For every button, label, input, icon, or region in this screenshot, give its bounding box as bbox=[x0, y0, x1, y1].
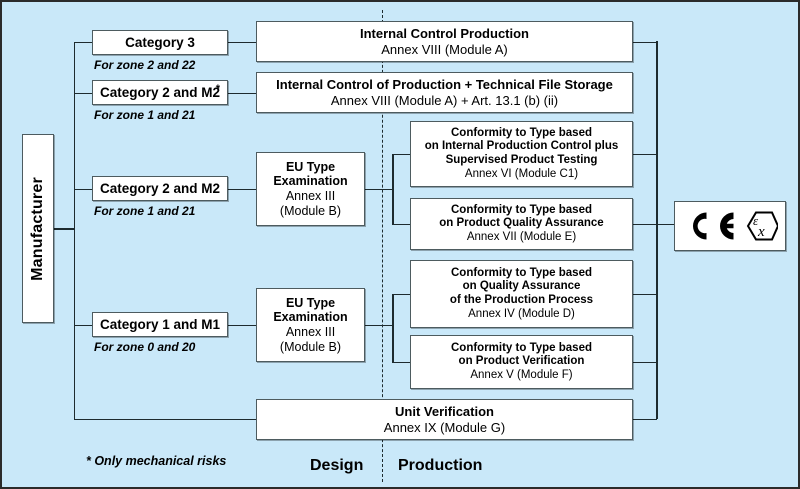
manufacturer-label: Manufacturer bbox=[29, 176, 47, 281]
eu-type-upper-line2: Examination bbox=[273, 174, 348, 189]
design-production-separator bbox=[382, 10, 383, 482]
connector-trunk-to-category-3 bbox=[73, 41, 94, 43]
category-2-m2-a-zone-label: For zone 1 and 21 bbox=[94, 108, 196, 122]
category-2-m2-a-star: * bbox=[215, 83, 220, 95]
connector-category-2-m2-a-to-module bbox=[228, 92, 256, 94]
connector-to-conformity-f bbox=[392, 361, 411, 363]
connector-eu-type-lower-out bbox=[365, 324, 393, 326]
eu-type-lower-line4: (Module B) bbox=[279, 339, 342, 354]
connector-unit-verification-out bbox=[633, 418, 657, 420]
category-3-label: Category 3 bbox=[125, 35, 195, 50]
connector-conformity-f-out bbox=[633, 361, 657, 363]
category-1-m1-box[interactable]: Category 1 and M1 bbox=[92, 312, 228, 337]
conformity-e-box[interactable]: Conformity to Type based on Product Qual… bbox=[410, 198, 633, 250]
category-2-m2-b-box[interactable]: Category 2 and M2 bbox=[92, 176, 228, 201]
internal-control-plus-file-annex: Annex VIII (Module A) + Art. 13.1 (b) (i… bbox=[330, 92, 559, 108]
unit-verification-annex: Annex IX (Module G) bbox=[383, 419, 506, 435]
conformity-f-annex: Annex V (Module F) bbox=[470, 368, 573, 381]
eu-type-upper-line4: (Module B) bbox=[279, 203, 342, 218]
category-2-m2-b-label: Category 2 and M2 bbox=[99, 181, 221, 196]
connector-to-conformity-c1 bbox=[392, 153, 411, 155]
connector-trunk-vertical bbox=[73, 42, 75, 420]
category-2-m2-b-zone-label: For zone 1 and 21 bbox=[94, 204, 196, 218]
connector-trunk-to-category-2-m2-b bbox=[73, 188, 94, 190]
eu-type-lower-line2: Examination bbox=[273, 310, 348, 325]
internal-control-production-annex: Annex VIII (Module A) bbox=[381, 41, 508, 57]
unit-verification-box[interactable]: Unit Verification Annex IX (Module G) bbox=[256, 399, 633, 440]
internal-control-production-box[interactable]: Internal Control Production Annex VIII (… bbox=[256, 21, 633, 62]
internal-control-plus-file-box[interactable]: Internal Control of Production + Technic… bbox=[256, 72, 633, 113]
conformity-e-line2: on Product Quality Assurance bbox=[439, 217, 604, 230]
connector-eu-type-upper-fan-vertical bbox=[392, 154, 394, 224]
conformity-c1-annex: Annex VI (Module C1) bbox=[464, 167, 579, 180]
connector-conformity-e-out bbox=[633, 223, 657, 225]
eu-type-lower-line1: EU Type bbox=[285, 295, 336, 310]
category-3-box[interactable]: Category 3 bbox=[92, 30, 228, 55]
category-2-m2-a-label: Category 2 and M2 bbox=[99, 85, 221, 100]
connector-manufacturer-to-trunk bbox=[54, 228, 75, 230]
unit-verification-title: Unit Verification bbox=[395, 404, 494, 420]
production-phase-label: Production bbox=[398, 457, 483, 474]
conformity-f-line2: on Product Verification bbox=[458, 355, 585, 368]
conformity-d-line1: Conformity to Type based bbox=[451, 266, 592, 279]
internal-control-production-title: Internal Control Production bbox=[360, 26, 529, 42]
conformity-d-line3: of the Production Process bbox=[449, 294, 594, 306]
category-2-m2-a-box[interactable]: Category 2 and M2 * bbox=[92, 80, 228, 105]
connector-trunk-to-ce-mark bbox=[656, 223, 675, 225]
design-phase-label: Design bbox=[310, 457, 364, 474]
manufacturer-box[interactable]: Manufacturer bbox=[22, 134, 54, 323]
conformity-f-box[interactable]: Conformity to Type based on Product Veri… bbox=[410, 335, 633, 389]
conformity-d-annex: Annex IV (Module D) bbox=[468, 307, 575, 320]
conformity-e-line1: Conformity to Type based bbox=[451, 203, 592, 216]
connector-conformity-d-out bbox=[633, 293, 657, 295]
connector-trunk-to-unit-verification bbox=[73, 418, 257, 420]
connector-trunk-to-category-1-m1 bbox=[73, 324, 94, 326]
connector-to-conformity-d bbox=[392, 293, 411, 295]
conformity-f-line1: Conformity to Type based bbox=[451, 341, 592, 354]
eu-type-lower-line3: Annex III bbox=[285, 325, 336, 339]
svg-text:ε: ε bbox=[753, 213, 759, 228]
ce-ex-mark-box: ε x bbox=[674, 201, 786, 251]
conformity-d-box[interactable]: Conformity to Type based on Quality Assu… bbox=[410, 260, 633, 328]
category-1-m1-zone-label: For zone 0 and 20 bbox=[94, 340, 196, 354]
conformity-c1-line2: on Internal Production Control plus bbox=[424, 140, 619, 153]
eu-type-examination-upper-box[interactable]: EU Type Examination Annex III (Module B) bbox=[256, 152, 365, 226]
svg-text:x: x bbox=[757, 224, 765, 240]
conformity-d-line2: on Quality Assurance bbox=[462, 280, 581, 293]
connector-category-1-m1-to-eu-type bbox=[228, 324, 256, 326]
conformity-e-annex: Annex VII (Module E) bbox=[466, 230, 577, 243]
category-3-zone-label: For zone 2 and 22 bbox=[94, 58, 196, 72]
internal-control-plus-file-title: Internal Control of Production + Technic… bbox=[276, 77, 613, 93]
connector-to-conformity-e bbox=[392, 223, 411, 225]
connector-internal-control-production-out bbox=[633, 41, 657, 43]
connector-category-3-to-module bbox=[228, 41, 256, 43]
conformity-c1-line3: Supervised Product Testing bbox=[445, 154, 598, 166]
category-1-m1-label: Category 1 and M1 bbox=[99, 317, 221, 332]
eu-type-upper-line3: Annex III bbox=[285, 189, 336, 203]
eu-type-examination-lower-box[interactable]: EU Type Examination Annex III (Module B) bbox=[256, 288, 365, 362]
conformity-c1-box[interactable]: Conformity to Type based on Internal Pro… bbox=[410, 121, 633, 187]
footnote-text: * Only mechanical risks bbox=[86, 454, 227, 468]
connector-conformity-c1-out bbox=[633, 153, 657, 155]
connector-category-2-m2-b-to-eu-type bbox=[228, 188, 256, 190]
connector-output-trunk-vertical bbox=[656, 41, 658, 419]
connector-eu-type-lower-fan-vertical bbox=[392, 294, 394, 362]
eu-type-upper-line1: EU Type bbox=[285, 159, 336, 174]
connector-eu-type-upper-out bbox=[365, 188, 393, 190]
ce-ex-mark-icon: ε x bbox=[692, 211, 778, 241]
connector-trunk-to-category-2-m2-a bbox=[73, 92, 94, 94]
conformity-c1-line1: Conformity to Type based bbox=[451, 126, 592, 139]
